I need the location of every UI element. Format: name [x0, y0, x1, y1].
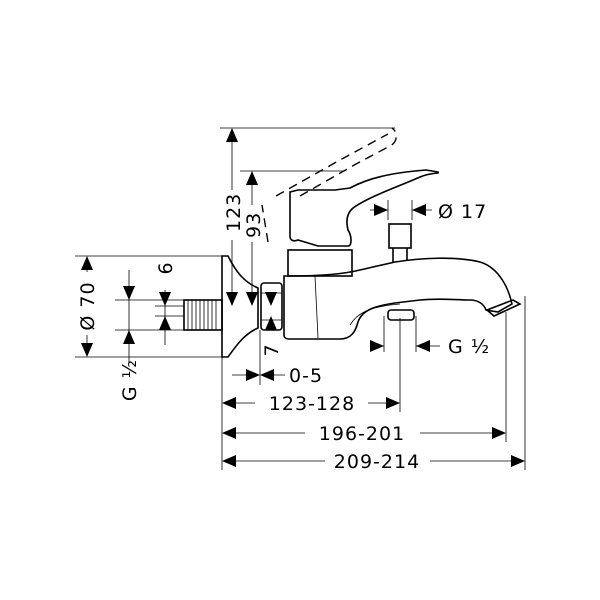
- label-flange-diameter: Ø 70: [77, 281, 99, 330]
- label-height-93: 93: [243, 212, 265, 238]
- label-projection-total: 209-214: [334, 451, 420, 473]
- cartridge-housing: [287, 249, 353, 277]
- aerator: [485, 299, 522, 317]
- faucet: [183, 127, 522, 358]
- label-diverter-diameter: Ø 17: [438, 201, 487, 223]
- label-offset-6: 6: [155, 261, 177, 274]
- lever: [289, 169, 440, 247]
- thread-hatching: [187, 300, 217, 330]
- outlet-nut: [387, 309, 415, 321]
- wall-flange: [221, 255, 259, 358]
- label-height-123: 123: [223, 193, 245, 232]
- label-wall-gap: 0-5: [289, 365, 323, 387]
- raised-lever-outline: [261, 127, 397, 243]
- label-projection-outlet: 123-128: [269, 393, 355, 415]
- arrowheads: [81, 128, 525, 467]
- diverter-knob: [388, 223, 412, 249]
- union-nut: [260, 282, 283, 331]
- label-outlet-thread: G ½: [448, 336, 490, 358]
- dimension-labels: 123 93 Ø 70 G ½ 6 7 0-5 Ø 17 G ½ 123-128…: [77, 193, 490, 473]
- label-projection-spout: 196-201: [319, 423, 405, 445]
- label-inlet-thread: G ½: [119, 359, 141, 401]
- threaded-connector: [183, 299, 223, 331]
- mixer-body: [283, 257, 513, 340]
- label-offset-7: 7: [261, 343, 283, 356]
